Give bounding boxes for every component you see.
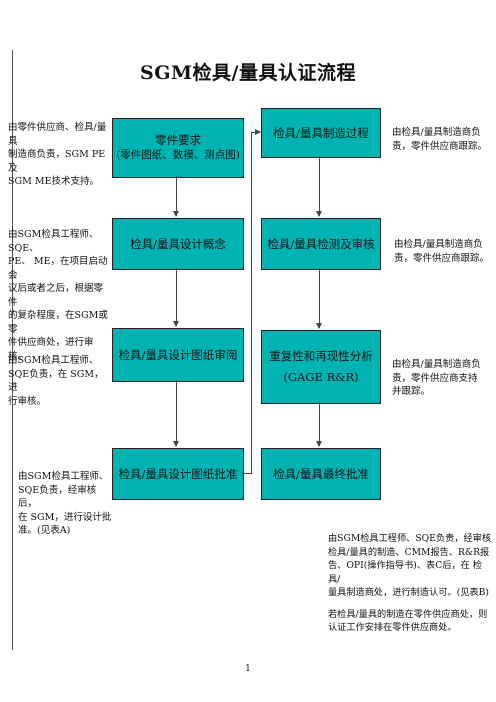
box-label: 检具/量具设计图纸批准 — [118, 466, 238, 481]
note-design-review: 由SGM检具工程师、 SQE负责，在 SGM，进 行审核。 — [8, 355, 104, 407]
note-gage-rr: 由检具/量具制造商负 责，零件供应商支持 并跟踪。 — [392, 359, 481, 397]
box-sublabel: (零件图纸、数模、测点图) — [116, 149, 240, 161]
box-design-approval: 检具/量具设计图纸批准 — [112, 448, 244, 500]
note-manufacturing-process: 由检具/量具制造商负 责，零件供应商跟踪。 — [392, 127, 488, 152]
box-sublabel: (GAGE R&R) — [283, 370, 359, 384]
note-design-approval: 由SGM检具工程师、 SQE负责，经审核后， 在 SGM，进行设计批 准。(见表… — [18, 471, 112, 536]
arrow-down — [173, 268, 179, 327]
box-label: 检具/量具检测及审核 — [267, 236, 375, 251]
note-inspection-audit: 由检具/量具制造商负 责，零件供应商跟踪。 — [394, 239, 490, 264]
arrow-down — [173, 380, 179, 447]
box-part-requirements: 零件要求 (零件图纸、数模、测点图) — [112, 118, 244, 178]
box-label: 检具/量具设计图纸审阅 — [118, 347, 238, 362]
arrow-down — [316, 268, 322, 329]
box-label: 检具/量具最终批准 — [273, 466, 369, 481]
box-final-approval: 检具/量具最终批准 — [261, 448, 381, 500]
arrow-down — [316, 156, 322, 217]
box-design-concept: 检具/量具设计概念 — [112, 218, 244, 270]
note-part-requirements: 由零件供应商、检具/量具 制造商负责，SGM PE及 SGM ME技术支持。 — [8, 122, 107, 187]
box-design-review: 检具/量具设计图纸审阅 — [112, 328, 244, 382]
box-label: 零件要求 — [155, 133, 201, 147]
box-inspection-audit: 检具/量具检测及审核 — [261, 218, 381, 270]
arrow-down — [173, 176, 179, 217]
note-design-concept: 由SGM检具工程师、SQE、 PE、 ME，在项目启动会 议后或者之后，根据零件… — [8, 229, 108, 362]
arrow-down — [316, 402, 322, 447]
box-label: 检具/量具制造过程 — [273, 125, 369, 140]
note-final-approval: 由SGM检具工程师、SQE负责，经审核 检具/量具的制造、CMM报告、R&R报 … — [328, 533, 492, 633]
box-gage-rr: 重复性和再现性分析 (GAGE R&R) — [261, 330, 381, 404]
page-number: 1 — [245, 664, 251, 674]
box-label: 检具/量具设计概念 — [130, 236, 226, 251]
connector-line-vertical — [251, 132, 252, 474]
box-label: 重复性和再现性分析 — [269, 349, 373, 363]
arrow-right — [251, 129, 261, 135]
left-margin-rule — [12, 50, 13, 650]
connector-line-bottom — [242, 473, 252, 474]
box-manufacturing-process: 检具/量具制造过程 — [261, 108, 381, 158]
page-title: SGM检具/量具认证流程 — [140, 62, 356, 84]
